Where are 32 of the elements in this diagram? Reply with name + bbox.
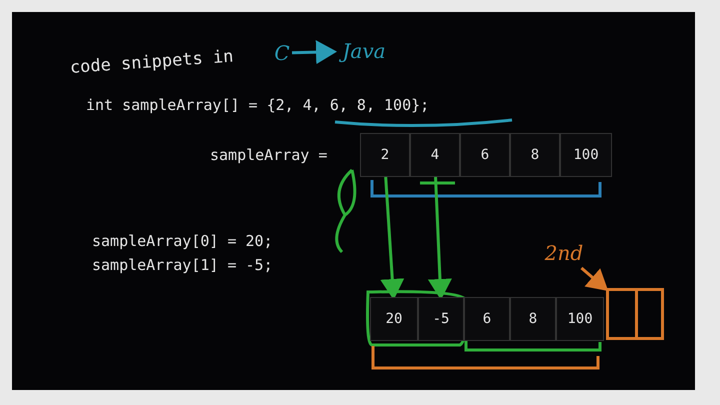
code-line: int sampleArray[] = {2, 4, 6, 8, 100}; [86,96,430,114]
array-cell [410,133,460,177]
array-cell [370,297,418,341]
array-cell [510,297,556,341]
array-cell [556,297,604,341]
array-cell [460,133,510,177]
code-line: sampleArray = [210,146,328,164]
value-text: 2 [380,147,390,163]
code-line: sampleArray[0] = 20; [92,232,273,250]
array-cell [360,133,410,177]
value-text: 6 [480,147,490,163]
arrow [292,40,337,64]
value-text: 6 [482,311,492,327]
arrow [428,176,452,300]
arrow [580,266,608,292]
value-text: 20 [386,311,402,327]
array-cell [510,133,560,177]
code-line: sampleArray[1] = -5; [92,256,273,274]
array-cell [418,297,464,341]
value-text: C [274,41,290,65]
array-cell [560,133,612,177]
value-text: 8 [530,147,540,163]
value-text: 4 [430,147,440,163]
value-text: -5 [432,311,450,327]
value-text: 8 [528,311,538,327]
arrow [380,176,404,300]
value-text: 2nd [544,241,584,265]
memory-box [606,288,664,340]
value-text: 100 [573,147,599,163]
array-cell [464,297,510,341]
title: code snippets in [69,46,234,78]
value-text: 100 [567,311,593,327]
